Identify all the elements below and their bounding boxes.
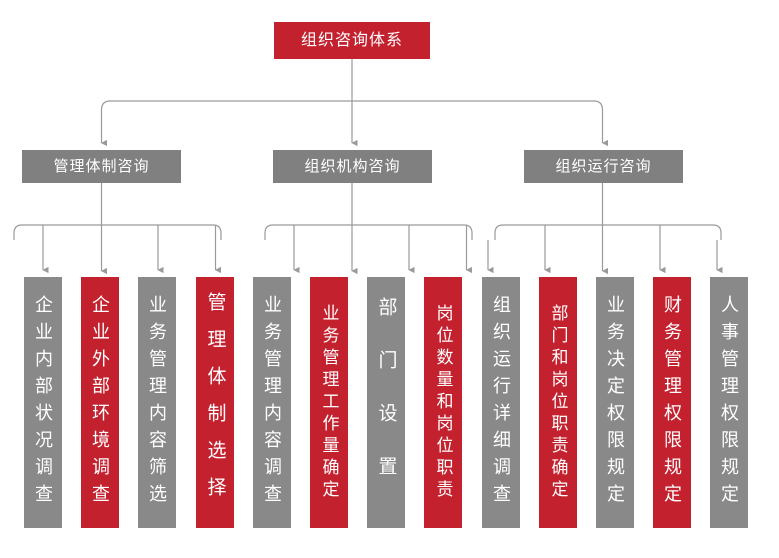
category-node-label-0: 管理体制咨询 <box>53 158 150 175</box>
leaf-node-box-8[interactable]: 组织运行详细调查 <box>482 277 520 528</box>
leaf-node-label-3: 管理体制选择 <box>204 291 226 514</box>
leaf-node-label-12: 人事管理权限规定 <box>719 294 739 511</box>
leaf-node-label-7: 岗位数量和岗位职责 <box>433 303 453 502</box>
leaf-node-box-11[interactable]: 财务管理权限规定 <box>653 277 691 528</box>
leaf-node-label-10: 业务决定权限规定 <box>605 294 625 511</box>
leaf-node-box-2[interactable]: 业务管理内容筛选 <box>138 277 176 528</box>
leaf-node-label-5: 业务管理工作量确定 <box>319 303 339 502</box>
connector-group-1-bus <box>264 224 473 234</box>
leaf-node-label-11: 财务管理权限规定 <box>662 294 682 511</box>
root-node-label: 组织咨询体系 <box>300 31 403 49</box>
leaf-node-box-7[interactable]: 岗位数量和岗位职责 <box>424 277 462 528</box>
leaf-node-label-2: 业务管理内容筛选 <box>147 294 167 511</box>
connector-group-2-bus <box>494 224 722 234</box>
leaf-node-box-3[interactable]: 管理体制选择 <box>196 277 234 528</box>
leaf-node-box-4[interactable]: 业务管理内容调查 <box>253 277 291 528</box>
leaf-node-box-10[interactable]: 业务决定权限规定 <box>596 277 634 528</box>
leaf-node-box-12[interactable]: 人事管理权限规定 <box>710 277 748 528</box>
leaf-node-box-9[interactable]: 部门和岗位职责确定 <box>539 277 577 528</box>
connector-level1-bus <box>100 100 604 111</box>
leaf-node-box-1[interactable]: 企业外部环境调查 <box>81 277 119 528</box>
leaf-node-label-6: 部门设置 <box>375 296 397 509</box>
category-node-box-2[interactable]: 组织运行咨询 <box>524 150 683 183</box>
leaf-node-label-8: 组织运行详细调查 <box>491 294 511 511</box>
root-node-box[interactable]: 组织咨询体系 <box>274 22 430 59</box>
leaf-node-label-9: 部门和岗位职责确定 <box>548 303 568 502</box>
leaf-node-label-0: 企业内部状况调查 <box>33 294 53 511</box>
leaf-node-box-6[interactable]: 部门设置 <box>367 277 405 528</box>
leaf-node-label-4: 业务管理内容调查 <box>262 294 282 511</box>
category-node-label-1: 组织机构咨询 <box>304 158 401 175</box>
category-node-label-2: 组织运行咨询 <box>555 158 652 175</box>
category-node-box-0[interactable]: 管理体制咨询 <box>22 150 181 183</box>
leaf-node-label-1: 企业外部环境调查 <box>90 294 110 511</box>
connector-group-0-bus <box>13 224 222 234</box>
category-node-box-1[interactable]: 组织机构咨询 <box>273 150 432 183</box>
leaf-node-box-5[interactable]: 业务管理工作量确定 <box>310 277 348 528</box>
leaf-node-box-0[interactable]: 企业内部状况调查 <box>24 277 62 528</box>
